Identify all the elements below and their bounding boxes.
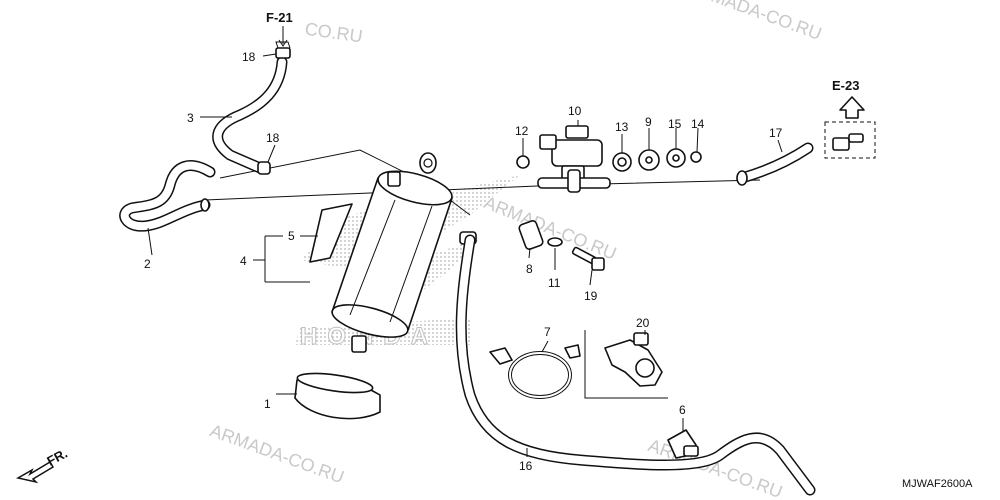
callout-5: 5: [288, 229, 295, 243]
bolt-19: [571, 246, 605, 271]
purge-valve-10: [539, 125, 603, 181]
hose-17: [736, 142, 814, 184]
reference-f21[interactable]: F-21: [266, 10, 293, 25]
drawing-code: MJWAF2600A: [902, 478, 973, 490]
callout-7: 7: [544, 325, 551, 339]
callout-8: 8: [526, 262, 533, 276]
arrow-up-icon: [839, 96, 865, 119]
nut-12: [516, 155, 530, 169]
callout-2: 2: [144, 257, 151, 271]
callout-18-upper: 18: [242, 50, 256, 64]
callout-labels: 1 2 3 4 5 6 7 8 9 10 11 12 13 14 15 16 1…: [144, 50, 783, 473]
canister-port-top: [387, 171, 401, 187]
watermark-bottom-left: ARMADA-CO.RU: [207, 420, 346, 487]
watermark-center: ARMADA-CO.RU: [481, 192, 619, 263]
fitting-dashed-box: [824, 121, 876, 159]
t-joint: [537, 169, 611, 193]
callout-14: 14: [691, 117, 705, 131]
bracket-lead-20: [584, 330, 668, 399]
front-arrow-icon: [15, 460, 55, 484]
rubber-mount-8: [518, 220, 544, 250]
leader-lines: [147, 53, 783, 457]
hose-17-end: [736, 170, 748, 186]
hose-2-end: [200, 198, 210, 212]
canister-port-bottom: [351, 335, 367, 353]
canister-band-1: [294, 372, 381, 420]
washer-9: [638, 149, 660, 171]
callout-18-lower: 18: [266, 131, 280, 145]
callout-1: 1: [264, 397, 271, 411]
washer-11: [547, 237, 563, 247]
callout-16: 16: [519, 459, 533, 473]
callout-4: 4: [240, 254, 247, 268]
clip-18-lower: [257, 161, 271, 175]
callout-17: 17: [769, 126, 783, 140]
reference-e23[interactable]: E-23: [832, 78, 859, 93]
washer-15: [666, 148, 686, 168]
nut-14: [690, 151, 702, 163]
watermark-top-left: CO.RU: [304, 19, 364, 47]
clamp-20: [604, 332, 663, 387]
hose-2: [119, 160, 216, 232]
callout-13: 13: [615, 120, 629, 134]
clamp-7: [489, 344, 581, 399]
watermark-top-right: ARMADA-CO.RU: [685, 0, 824, 44]
callout-10: 10: [568, 104, 582, 118]
canister-shield-5: [309, 203, 353, 263]
callout-15: 15: [668, 117, 682, 131]
callout-12: 12: [515, 124, 529, 138]
callout-20: 20: [636, 316, 650, 330]
fitting: [832, 133, 864, 151]
hose-3: [212, 56, 288, 174]
callout-11: 11: [548, 276, 561, 290]
grommet-13: [612, 152, 632, 172]
hose-16: [455, 234, 816, 496]
clip-18-upper: [275, 41, 291, 59]
callout-3: 3: [187, 111, 194, 125]
callout-19: 19: [584, 289, 598, 303]
reference-f21-arrow: [278, 26, 288, 47]
callout-6: 6: [679, 403, 686, 417]
callout-9: 9: [645, 115, 652, 129]
